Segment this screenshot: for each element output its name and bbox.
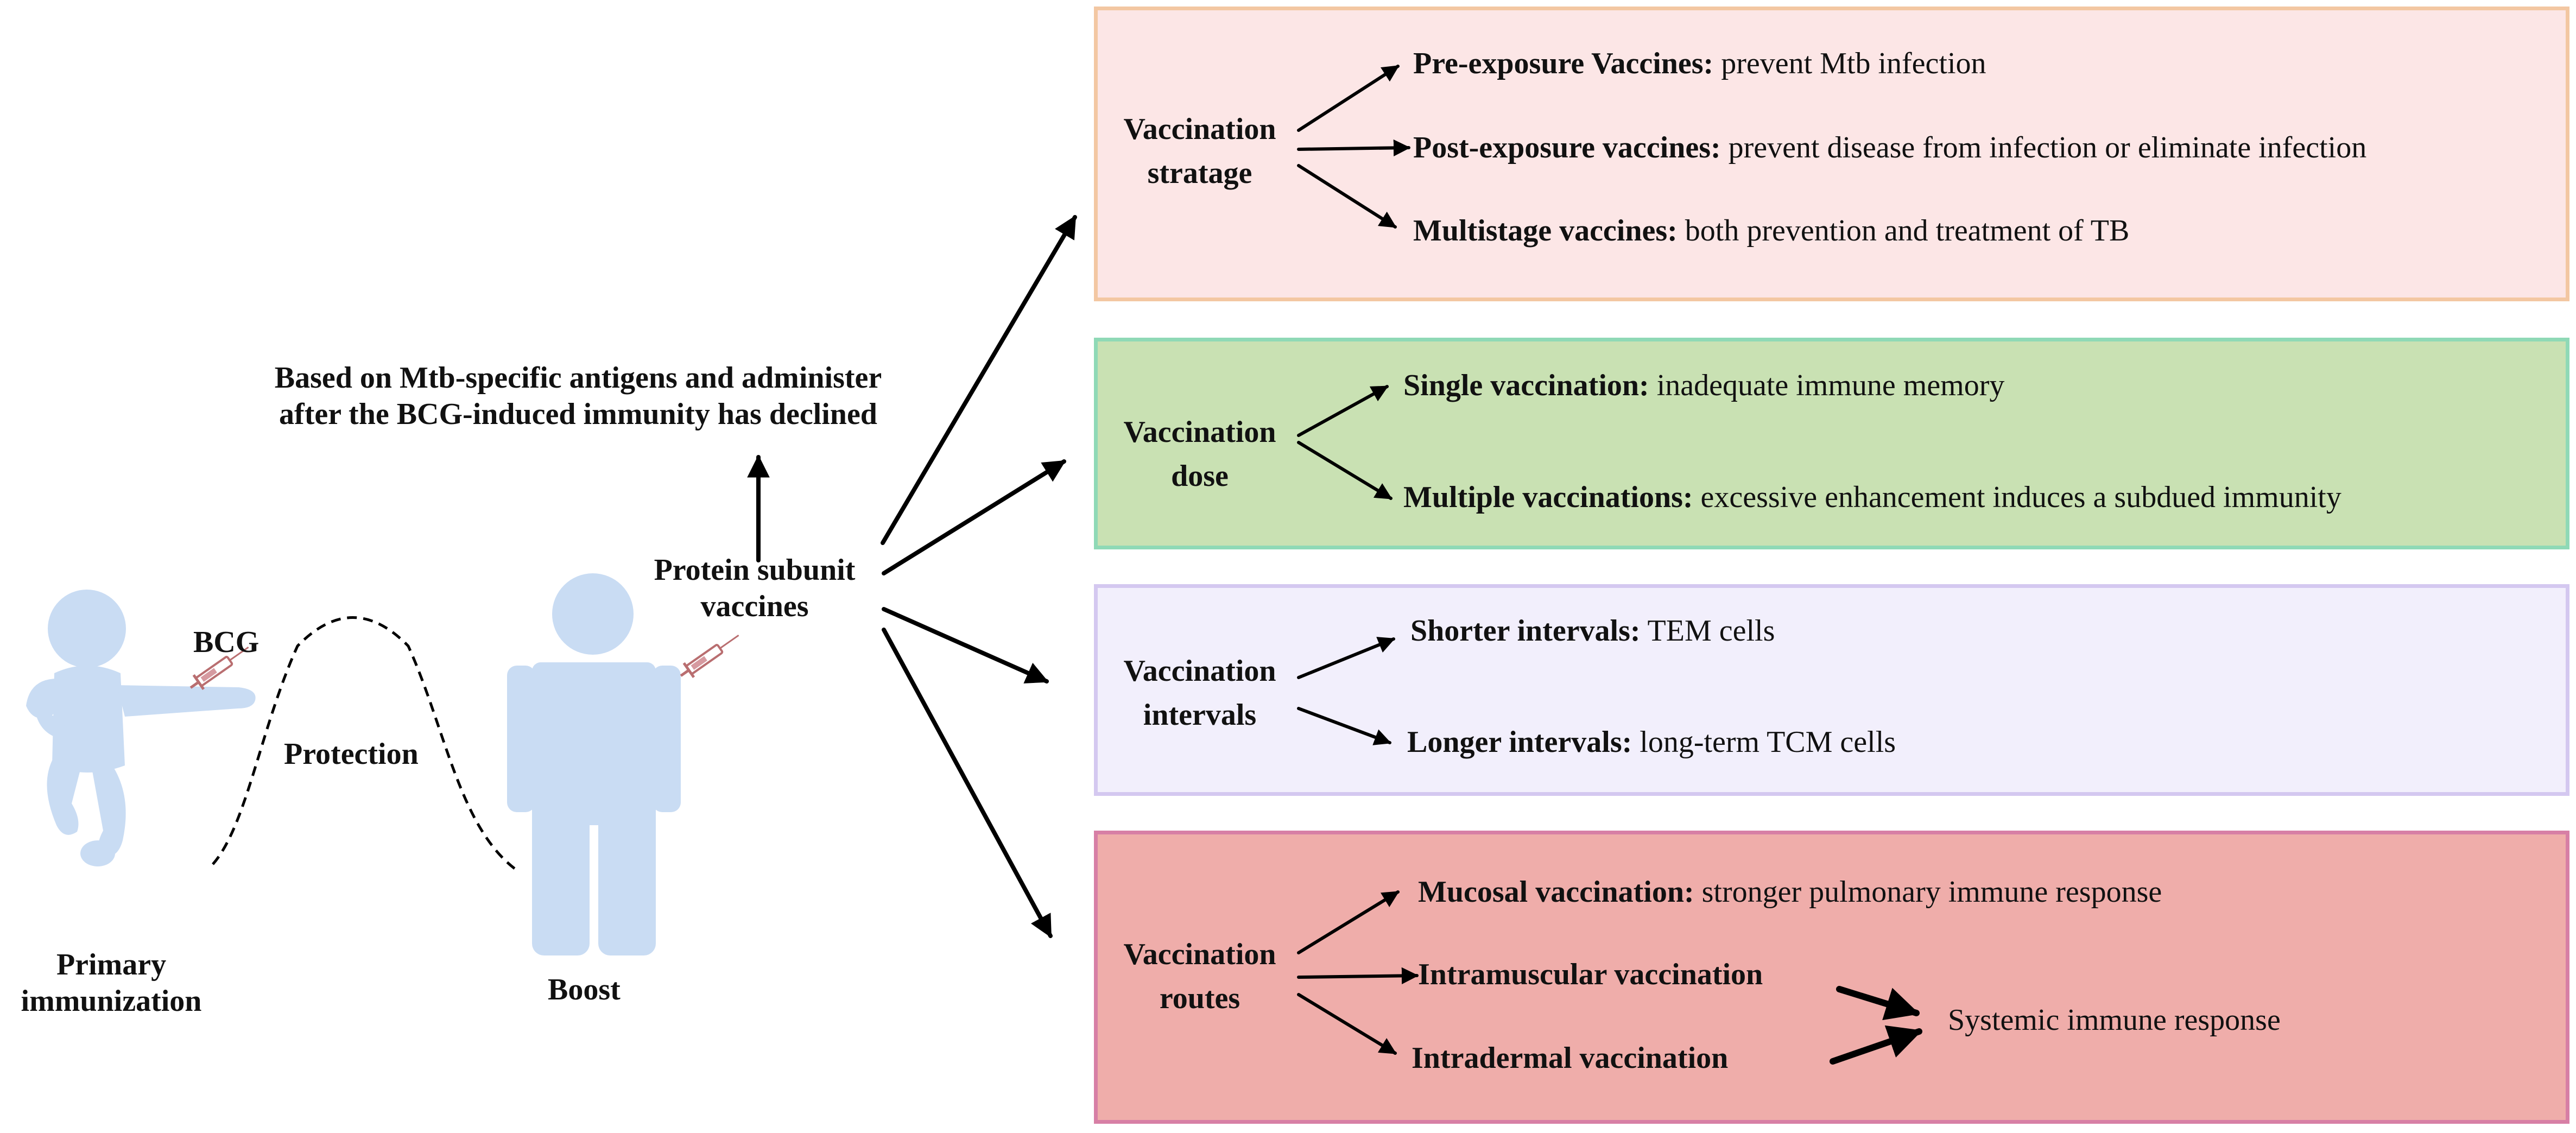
routes-item-term: Mucosal vaccination: (1418, 875, 1694, 909)
dose-item-term: Multiple vaccinations: (1403, 480, 1693, 514)
hub-label-line-1: Protein subunit (654, 553, 856, 587)
strategy-item-term: Multistage vaccines: (1413, 214, 1678, 248)
intervals-label-line-1: Vaccination (1123, 654, 1276, 688)
dose-panel-label: Vaccination dose (1102, 410, 1298, 498)
arrow-to-routes (882, 628, 1053, 938)
adult-caption: Boost (548, 973, 621, 1007)
strategy-panel-label: Vaccination stratage (1102, 107, 1298, 195)
dose-item-desc: excessive enhancement induces a subdued … (1693, 480, 2341, 514)
strategy-item: Post-exposure vaccines: prevent disease … (1413, 130, 2366, 166)
protection-arc (212, 616, 516, 870)
dose-item: Multiple vaccinations: excessive enhance… (1403, 479, 2341, 516)
intervals-item-desc: long-term TCM cells (1632, 725, 1896, 759)
routes-panel-label: Vaccination routes (1102, 933, 1298, 1021)
hub-label: Protein subunit vaccines (630, 552, 879, 625)
top-note-line-1: Based on Mtb-specific antigens and admin… (274, 361, 882, 395)
syringe-icon (189, 646, 249, 690)
routes-item: Mucosal vaccination: stronger pulmonary … (1418, 874, 2162, 910)
infant-caption-line-2: immunization (21, 984, 202, 1018)
routes-label-line-2: routes (1159, 982, 1240, 1016)
routes-item-term: Intradermal vaccination (1412, 1041, 1729, 1075)
intervals-item-term: Shorter intervals: (1410, 614, 1641, 648)
arrow-to-strategy (881, 215, 1077, 545)
routes-outcome: Systemic immune response (1948, 1003, 2281, 1037)
dose-label-line-1: Vaccination (1123, 415, 1276, 449)
intervals-item-desc: TEM cells (1640, 614, 1775, 648)
bcg-label: BCG (193, 625, 260, 659)
arrow-to-intervals (882, 607, 1049, 683)
strategy-item-desc: prevent disease from infection or elimin… (1720, 131, 2367, 164)
intervals-label-line-2: intervals (1143, 698, 1257, 732)
syringe-icon (680, 634, 739, 678)
panel-vaccination-dose (1094, 338, 2569, 549)
protection-label: Protection (284, 737, 419, 771)
routes-label-line-1: Vaccination (1123, 938, 1276, 971)
routes-item: Intradermal vaccination (1412, 1040, 1728, 1077)
hub-label-line-2: vaccines (700, 590, 809, 624)
routes-item: Intramuscular vaccination (1418, 957, 1763, 993)
intervals-panel-label: Vaccination intervals (1102, 649, 1298, 737)
routes-item-term: Intramuscular vaccination (1418, 958, 1763, 991)
adult-silhouette-icon (507, 573, 681, 955)
intervals-item: Longer intervals: long-term TCM cells (1407, 724, 1896, 761)
panel-vaccination-intervals (1094, 584, 2569, 796)
intervals-item-term: Longer intervals: (1407, 725, 1632, 759)
strategy-item: Multistage vaccines: both prevention and… (1413, 213, 2129, 249)
strategy-label-line-2: stratage (1147, 156, 1252, 191)
strategy-item-term: Post-exposure vaccines: (1413, 131, 1721, 164)
top-note: Based on Mtb-specific antigens and admin… (201, 360, 955, 433)
top-note-line-2: after the BCG-induced immunity has decli… (279, 397, 877, 432)
dose-item-term: Single vaccination: (1403, 369, 1649, 402)
dose-item-desc: inadequate immune memory (1649, 369, 2005, 402)
dose-label-line-2: dose (1171, 459, 1229, 493)
routes-item-desc: stronger pulmonary immune response (1694, 875, 2162, 909)
strategy-item-desc: both prevention and treatment of TB (1677, 214, 2130, 248)
infant-silhouette-icon (26, 590, 256, 866)
strategy-label-line-1: Vaccination (1123, 112, 1276, 146)
arrow-to-dose (882, 459, 1066, 575)
infant-caption: Primary immunization (0, 947, 223, 1020)
intervals-item: Shorter intervals: TEM cells (1410, 613, 1775, 649)
strategy-item-term: Pre-exposure Vaccines: (1413, 47, 1714, 80)
panel-vaccination-strategy (1094, 7, 2569, 301)
strategy-item-desc: prevent Mtb infection (1713, 47, 1986, 80)
strategy-item: Pre-exposure Vaccines: prevent Mtb infec… (1413, 46, 1986, 82)
infant-caption-line-1: Primary (56, 948, 167, 982)
dose-item: Single vaccination: inadequate immune me… (1403, 368, 2004, 404)
